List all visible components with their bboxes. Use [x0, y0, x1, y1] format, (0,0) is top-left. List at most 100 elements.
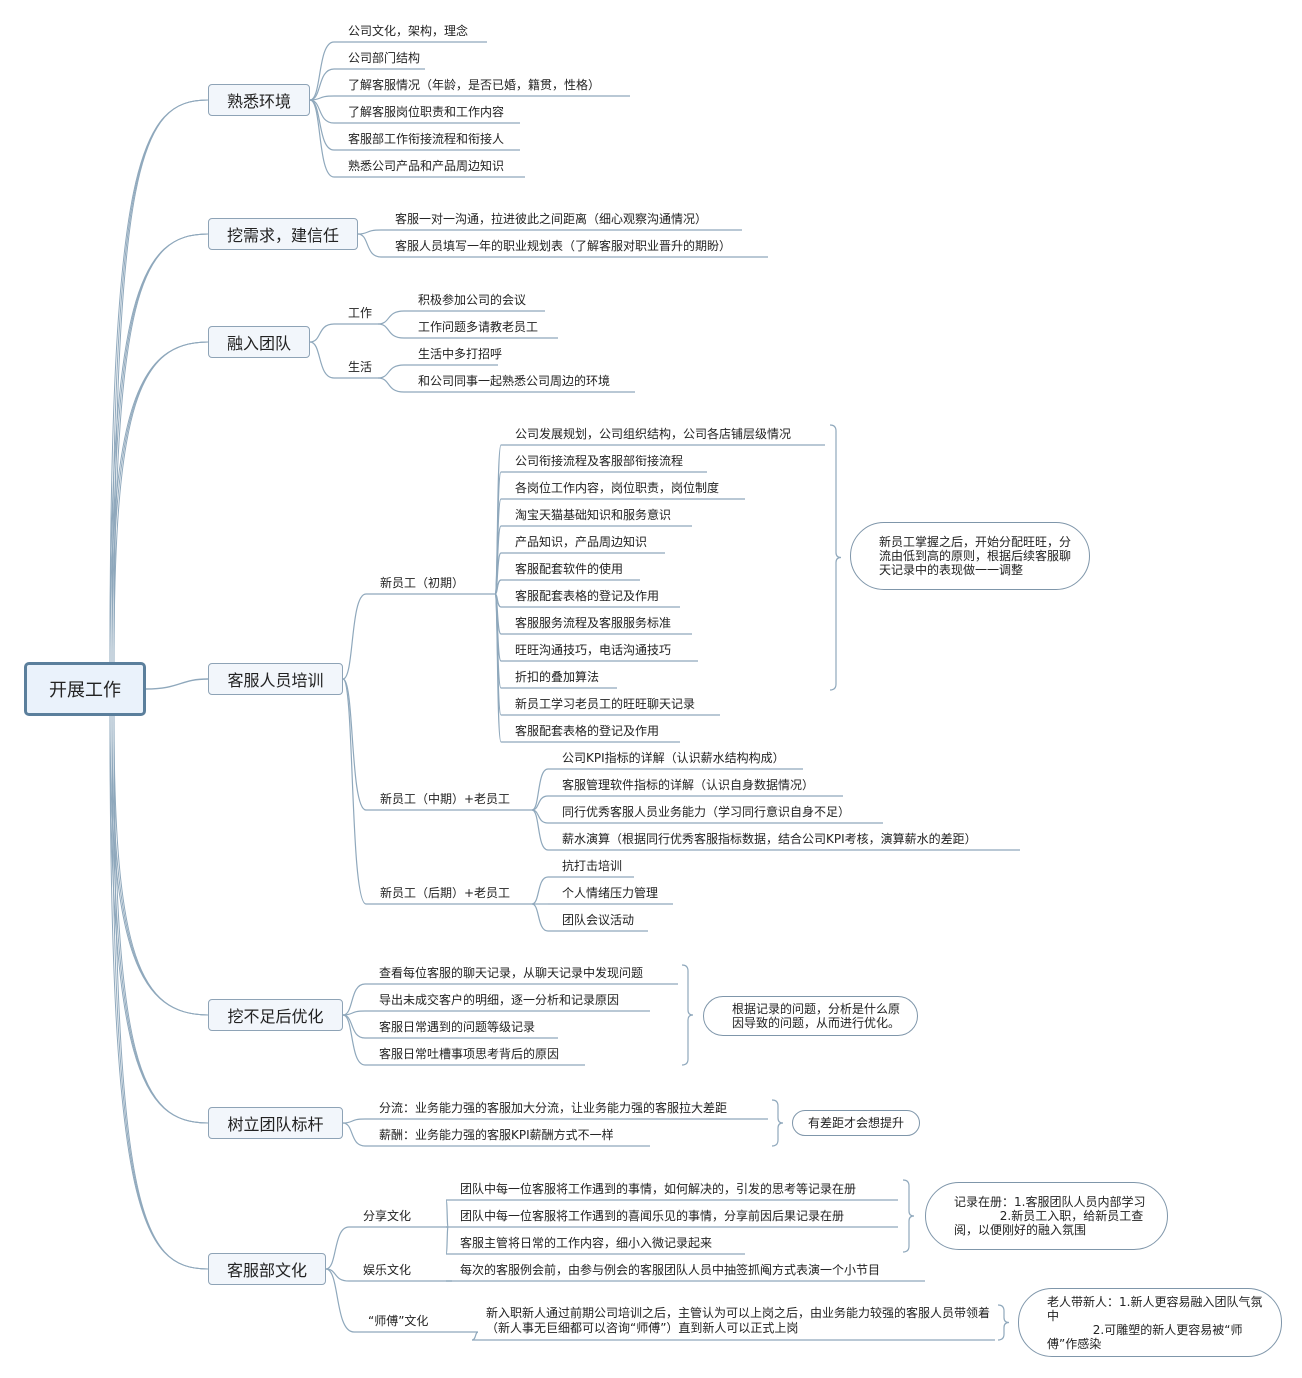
- branch-line: [531, 903, 549, 932]
- leaf-item[interactable]: 和公司同事一起熟悉公司周边的环境: [418, 374, 611, 388]
- main-topic[interactable]: 挖需求，建信任: [208, 218, 358, 250]
- leaf-item[interactable]: 公司KPI指标的详解（认识薪水结构构成）: [562, 751, 785, 765]
- root-branch: [109, 715, 209, 1016]
- branch-line: [445, 1199, 449, 1228]
- branch-line: [342, 1118, 366, 1124]
- leaf-item[interactable]: 客服日常吐槽事项思考背后的原因: [379, 1047, 560, 1061]
- root-branch: [111, 341, 209, 663]
- branch-line: [342, 593, 367, 680]
- root-branch: [109, 341, 209, 663]
- leaf-item[interactable]: 工作问题多请教老员工: [418, 320, 539, 334]
- branch-line: [342, 678, 367, 811]
- branch-line: [377, 364, 405, 379]
- leaf-item[interactable]: 薪酬：业务能力强的客服KPI薪酬方式不一样: [379, 1128, 614, 1142]
- subtopic-label[interactable]: “师傅”文化: [368, 1314, 429, 1328]
- leaf-item[interactable]: 导出未成交客户的明细，逐一分析和记录原因: [379, 993, 620, 1007]
- leaf-item[interactable]: 积极参加公司的会议: [418, 293, 527, 307]
- root-branch: [109, 99, 209, 663]
- branch-line: [342, 1014, 366, 1039]
- subtopic-label[interactable]: 新员工（初期）: [380, 576, 465, 590]
- branch-line: [325, 1268, 355, 1333]
- leaf-item[interactable]: 公司衔接流程及客服部衔接流程: [515, 454, 684, 468]
- leaf-item[interactable]: 公司发展规划，公司组织结构，公司各店铺层级情况: [515, 427, 792, 441]
- branch-line: [342, 678, 367, 905]
- main-topic[interactable]: 融入团队: [208, 326, 310, 358]
- leaf-item[interactable]: 客服管理软件指标的详解（认识自身数据情况）: [562, 778, 815, 792]
- main-topic[interactable]: 客服部文化: [208, 1253, 326, 1285]
- root-branch: [113, 715, 209, 1016]
- brace: [902, 1179, 915, 1253]
- branch-line: [531, 876, 549, 905]
- leaf-item[interactable]: 客服日常遇到的问题等级记录: [379, 1020, 536, 1034]
- leaf-item[interactable]: 熟悉公司产品和产品周边知识: [348, 159, 505, 173]
- note-callout[interactable]: 根据记录的问题，分析是什么原因导致的问题，从而进行优化。: [703, 996, 918, 1036]
- leaf-item[interactable]: 公司部门结构: [348, 51, 421, 65]
- root-topic[interactable]: 开展工作: [24, 662, 146, 716]
- leaf-item[interactable]: 同行优秀客服人员业务能力（学习同行意识自身不足）: [562, 805, 851, 819]
- leaf-item[interactable]: 客服人员填写一年的职业规划表（了解客服对职业晋升的期盼）: [395, 239, 732, 253]
- note-callout[interactable]: 有差距才会想提升: [792, 1110, 920, 1136]
- leaf-item[interactable]: 新入职新人通过前期公司培训之后，主管认为可以上岗之后，由业务能力较强的客服人员带…: [486, 1306, 991, 1335]
- leaf-item[interactable]: 个人情绪压力管理: [562, 886, 659, 900]
- leaf-item[interactable]: 新员工学习老员工的旺旺聊天记录: [515, 697, 696, 711]
- subtopic-label[interactable]: 生活: [348, 360, 373, 374]
- leaf-item[interactable]: 客服配套表格的登记及作用: [515, 589, 660, 603]
- subtopic-label[interactable]: 娱乐文化: [363, 1263, 412, 1277]
- leaf-item[interactable]: 每次的客服例会前，由参与例会的客服团队人员中抽签抓阄方式表演一个小节目: [460, 1263, 881, 1277]
- branch-line: [377, 323, 405, 339]
- root-branch: [113, 233, 209, 663]
- leaf-item[interactable]: 淘宝天猫基础知识和服务意识: [515, 508, 672, 522]
- leaf-item[interactable]: 客服主管将日常的工作内容，细小入微记录起来: [460, 1236, 713, 1250]
- subtopic-label[interactable]: 新员工（后期）+老员工: [380, 886, 511, 900]
- main-topic[interactable]: 熟悉环境: [208, 84, 310, 116]
- leaf-item[interactable]: 抗打击培训: [562, 859, 623, 873]
- leaf-item[interactable]: 生活中多打招呼: [418, 347, 503, 361]
- note-callout[interactable]: 记录在册：1.客服团队人员内部学习 2.新员工入职，给新员工查阅，以便刚好的融入…: [925, 1182, 1168, 1250]
- leaf-item[interactable]: 各岗位工作内容，岗位职责，岗位制度: [515, 481, 720, 495]
- main-topic[interactable]: 树立团队标杆: [208, 1107, 343, 1139]
- brace: [771, 1099, 784, 1147]
- subtopic-label[interactable]: 分享文化: [363, 1209, 412, 1223]
- leaf-item[interactable]: 客服配套软件的使用: [515, 562, 624, 576]
- note-callout[interactable]: 老人带新人：1.新人更容易融入团队气氛中 2.可雕塑的新人更容易被“师傅”作感染: [1018, 1288, 1282, 1357]
- subtopic-label[interactable]: 新员工（中期）+老员工: [380, 792, 511, 806]
- leaf-item[interactable]: 了解客服情况（年龄，是否已婚，籍贯，性格）: [348, 78, 601, 92]
- branch-line: [309, 99, 335, 151]
- brace: [829, 424, 842, 691]
- leaf-item[interactable]: 客服部工作衔接流程和衔接人: [348, 132, 505, 146]
- root-branch: [113, 341, 209, 663]
- root-branch: [113, 99, 209, 663]
- main-topic[interactable]: 客服人员培训: [208, 663, 343, 695]
- branch-line: [309, 68, 335, 101]
- leaf-item[interactable]: 团队会议活动: [562, 913, 635, 927]
- root-branch: [111, 715, 209, 1270]
- root-branch: [111, 715, 209, 1016]
- root-branch: [113, 715, 209, 1124]
- leaf-item[interactable]: 了解客服岗位职责和工作内容: [348, 105, 505, 119]
- leaf-item[interactable]: 薪水演算（根据同行优秀客服指标数据，结合公司KPI考核，演算薪水的差距）: [562, 832, 977, 846]
- main-topic[interactable]: 挖不足后优化: [208, 999, 343, 1031]
- leaf-item[interactable]: 查看每位客服的聊天记录，从聊天记录中发现问题: [379, 966, 644, 980]
- note-callout[interactable]: 新员工掌握之后，开始分配旺旺，分流由低到高的原则，根据后续客服聊天记录中的表现做…: [850, 522, 1090, 590]
- branch-line: [471, 1331, 479, 1341]
- branch-line: [309, 99, 335, 178]
- leaf-item[interactable]: 旺旺沟通技巧，电话沟通技巧: [515, 643, 672, 657]
- root-branch: [111, 99, 209, 663]
- leaf-item[interactable]: 分流：业务能力强的客服加大分流，让业务能力强的客服拉大差距: [379, 1101, 728, 1115]
- branch-line: [325, 1226, 350, 1270]
- leaf-item[interactable]: 客服一对一沟通，拉进彼此之间距离（细心观察沟通情况）: [395, 212, 708, 226]
- branch-line: [494, 593, 502, 743]
- subtopic-label[interactable]: 工作: [348, 306, 373, 320]
- leaf-item[interactable]: 客服服务流程及客服服务标准: [515, 616, 672, 630]
- branch-line: [531, 795, 549, 811]
- leaf-item[interactable]: 产品知识，产品周边知识: [515, 535, 648, 549]
- leaf-item[interactable]: 团队中每一位客服将工作遇到的事情，如何解决的，引发的思考等记录在册: [460, 1182, 857, 1196]
- branch-line: [309, 341, 335, 379]
- branch-line: [342, 1014, 366, 1066]
- leaf-item[interactable]: 折扣的叠加算法: [515, 670, 600, 684]
- root-branch: [109, 715, 209, 1270]
- leaf-item[interactable]: 公司文化，架构，理念: [348, 24, 469, 38]
- leaf-item[interactable]: 客服配套表格的登记及作用: [515, 724, 660, 738]
- leaf-item[interactable]: 团队中每一位客服将工作遇到的喜闻乐见的事情，分享前因后果记录在册: [460, 1209, 845, 1223]
